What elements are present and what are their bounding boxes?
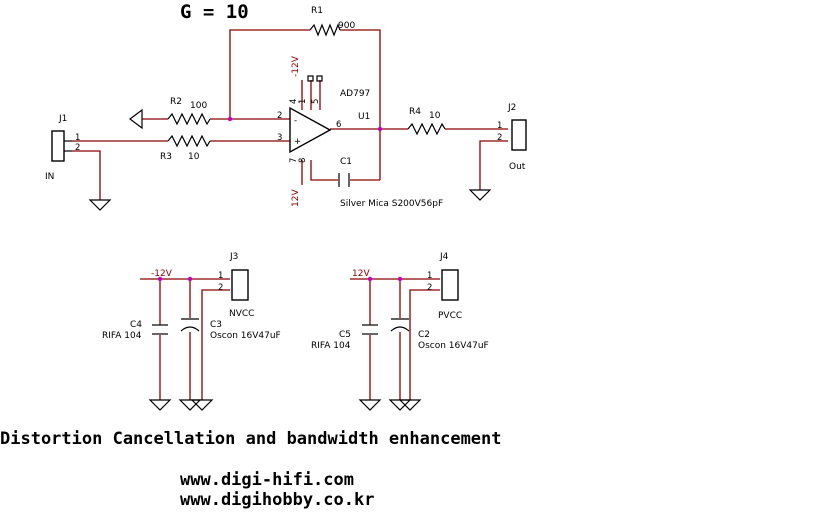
junction-dot bbox=[227, 116, 233, 122]
svg-text:+: + bbox=[294, 137, 301, 147]
svg-text:J2: J2 bbox=[507, 103, 516, 113]
opamp-ref-label: U1 bbox=[358, 112, 370, 122]
ground-icon bbox=[358, 399, 382, 411]
svg-text:PVCC: PVCC bbox=[438, 311, 462, 321]
svg-text:R3: R3 bbox=[160, 152, 172, 162]
connector-j2: 1 2 J2 Out bbox=[497, 103, 527, 172]
svg-text:4: 4 bbox=[289, 99, 299, 104]
svg-text:RIFA 104: RIFA 104 bbox=[311, 341, 351, 351]
svg-text:8: 8 bbox=[298, 158, 308, 163]
svg-text:900: 900 bbox=[338, 21, 355, 31]
ground-arrow-icon bbox=[129, 108, 143, 130]
ground-icon bbox=[178, 399, 202, 411]
svg-text:1: 1 bbox=[75, 133, 80, 143]
net-pos-label: 12V bbox=[352, 269, 370, 279]
ground-icon bbox=[468, 189, 492, 201]
svg-text:2: 2 bbox=[497, 133, 502, 143]
svg-text:Out: Out bbox=[509, 162, 526, 172]
svg-text:R2: R2 bbox=[170, 97, 182, 107]
opamp-u1: - + 2 3 6 4 1 5 7 8 AD797 U1 -12V 12V bbox=[277, 55, 370, 207]
junction-dot bbox=[157, 276, 163, 282]
footer-title: Distortion Cancellation and bandwidth en… bbox=[0, 429, 502, 449]
supply-pos-label: 12V bbox=[291, 189, 301, 207]
opamp-part-label: AD797 bbox=[340, 89, 370, 99]
ground-icon bbox=[190, 399, 214, 411]
svg-text:1: 1 bbox=[298, 99, 308, 104]
svg-text:2: 2 bbox=[277, 111, 282, 121]
svg-text:-: - bbox=[294, 116, 297, 126]
svg-text:Oscon 16V47uF: Oscon 16V47uF bbox=[210, 331, 281, 341]
ground-icon bbox=[88, 199, 112, 211]
svg-text:2: 2 bbox=[75, 143, 80, 153]
resistor-r3: R3 10 bbox=[160, 134, 211, 162]
footer-url-1[interactable]: www.digi-hifi.com bbox=[180, 470, 354, 490]
resistor-r2: R2 100 bbox=[167, 97, 211, 126]
svg-text:1: 1 bbox=[218, 271, 223, 281]
svg-text:C5: C5 bbox=[339, 330, 351, 340]
ground-icon bbox=[148, 399, 172, 411]
svg-text:Silver Mica S200V56pF: Silver Mica S200V56pF bbox=[340, 199, 443, 209]
amplifier-wires bbox=[72, 29, 508, 200]
svg-text:C3: C3 bbox=[210, 320, 222, 330]
svg-text:5: 5 bbox=[311, 99, 321, 104]
svg-text:R1: R1 bbox=[311, 6, 323, 16]
svg-text:10: 10 bbox=[429, 111, 441, 121]
svg-text:1: 1 bbox=[497, 121, 502, 131]
svg-text:1: 1 bbox=[427, 271, 432, 281]
junction-dot bbox=[377, 126, 383, 132]
svg-text:C1: C1 bbox=[340, 157, 352, 167]
connector-j1: 1 2 J1 IN bbox=[45, 114, 80, 182]
footer-url-2[interactable]: www.digihobby.co.kr bbox=[180, 490, 375, 510]
svg-text:RIFA 104: RIFA 104 bbox=[102, 331, 142, 341]
svg-text:Oscon 16V47uF: Oscon 16V47uF bbox=[418, 341, 489, 351]
svg-text:2: 2 bbox=[218, 283, 223, 293]
ground-icon bbox=[398, 399, 422, 411]
net-neg-label: -12V bbox=[151, 269, 173, 279]
capacitor-c1: C1 Silver Mica S200V56pF bbox=[338, 157, 443, 209]
resistor-r1: R1 900 bbox=[309, 6, 355, 37]
gain-label: G = 10 bbox=[180, 1, 249, 23]
svg-text:6: 6 bbox=[336, 120, 341, 130]
svg-text:100: 100 bbox=[190, 101, 207, 111]
resistor-r4: R4 10 bbox=[407, 107, 446, 136]
svg-text:NVCC: NVCC bbox=[229, 309, 254, 319]
svg-text:J1: J1 bbox=[58, 114, 67, 124]
svg-text:10: 10 bbox=[188, 152, 200, 162]
svg-text:J4: J4 bbox=[439, 252, 449, 262]
junction-dot bbox=[187, 276, 193, 282]
svg-text:2: 2 bbox=[427, 283, 432, 293]
svg-text:C2: C2 bbox=[418, 330, 430, 340]
junction-dot bbox=[367, 276, 373, 282]
svg-text:J3: J3 bbox=[229, 252, 238, 262]
ground-icon bbox=[388, 399, 412, 411]
svg-text:3: 3 bbox=[277, 133, 282, 143]
positive-supply-section: 12V C5 RIFA 104 C2 Oscon 16V47uF 1 2 J4 … bbox=[311, 252, 489, 411]
junction-dot bbox=[397, 276, 403, 282]
svg-text:7: 7 bbox=[289, 158, 299, 163]
negative-supply-section: -12V C4 RIFA 104 C3 Oscon 16V47uF 1 2 J3… bbox=[102, 252, 281, 411]
svg-text:IN: IN bbox=[45, 172, 54, 182]
svg-text:C4: C4 bbox=[130, 320, 142, 330]
svg-text:R4: R4 bbox=[409, 107, 421, 117]
supply-neg-label: -12V bbox=[291, 55, 301, 77]
